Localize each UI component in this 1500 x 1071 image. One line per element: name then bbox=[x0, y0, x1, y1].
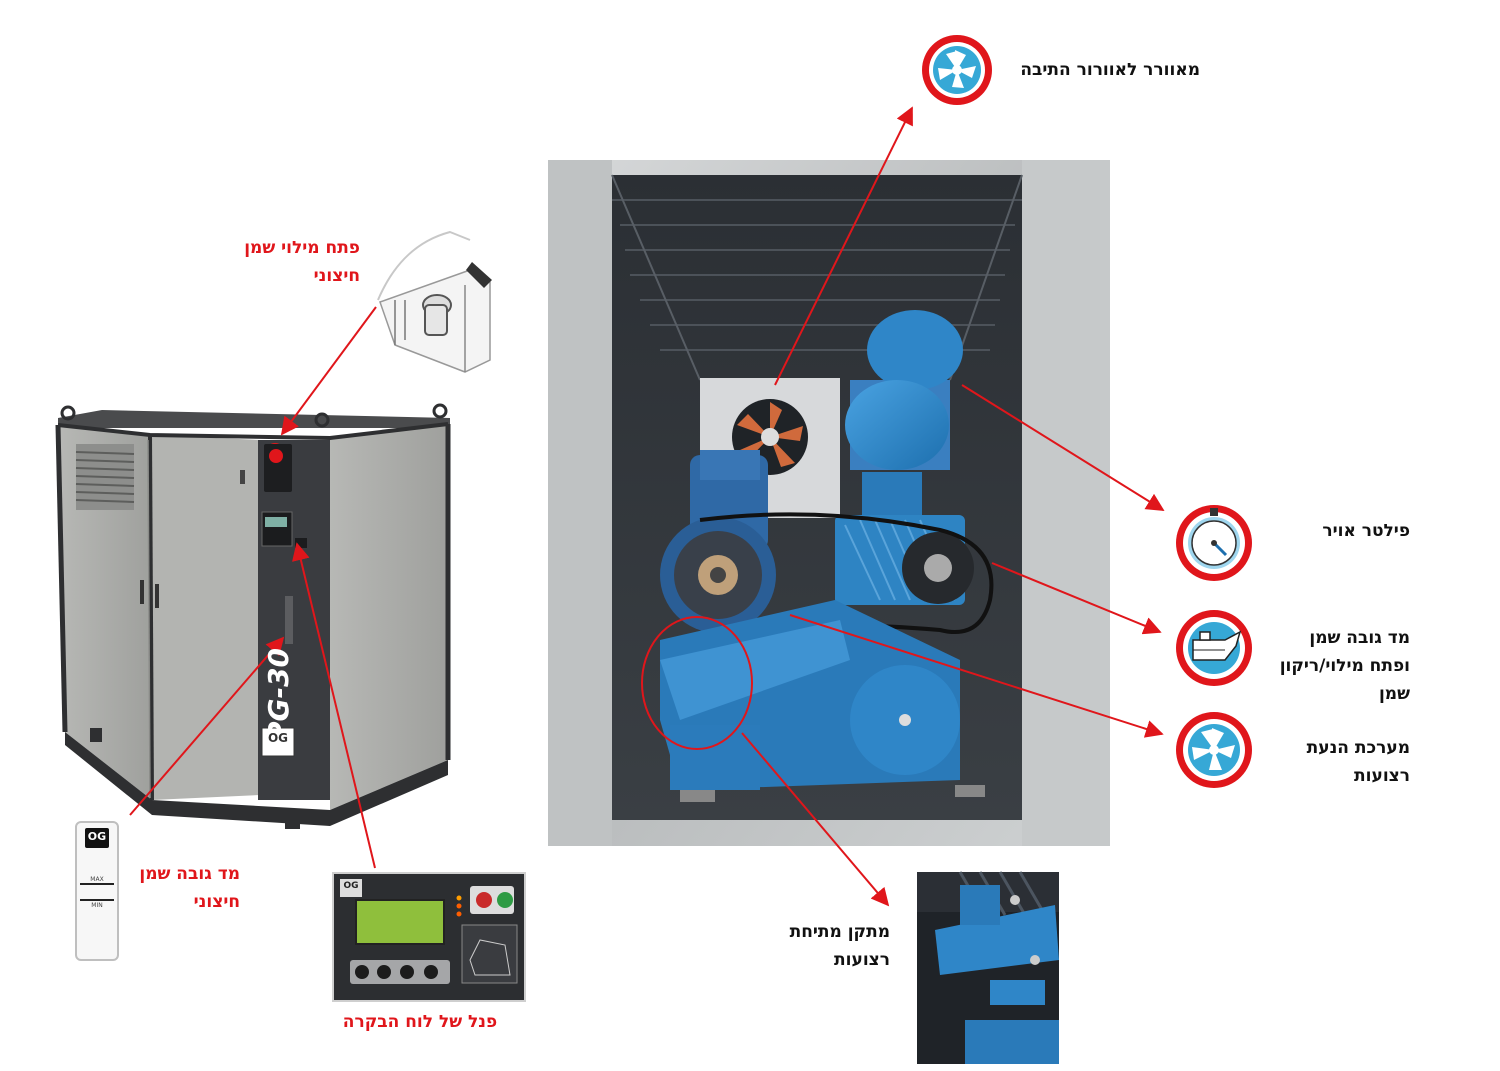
gauge-min: MIN bbox=[82, 902, 112, 909]
arrow-fan bbox=[774, 106, 913, 386]
fan-icon bbox=[922, 35, 992, 105]
tensioner-highlight bbox=[641, 616, 753, 750]
open-cabinet-photo bbox=[548, 160, 1110, 846]
gauge-brand: OG bbox=[85, 830, 109, 843]
arrow-air-filter bbox=[961, 384, 1165, 511]
vent-grille bbox=[75, 444, 135, 510]
filter-gauge-icon bbox=[1176, 505, 1252, 581]
label-oil-level-fill: מד גובה שמן ופתח מילוי/ריקון שמן bbox=[1238, 624, 1410, 708]
label-control-panel: פנל של לוח הבקרה bbox=[330, 1008, 510, 1036]
label-air-filter-text: פילטר אויר bbox=[1322, 521, 1410, 541]
model-label: PG-30 bbox=[261, 647, 295, 743]
compressor-cabinet bbox=[55, 403, 451, 829]
frame-photo bbox=[660, 600, 985, 802]
label-oil-level-external: מד גובה שמן חיצוני bbox=[80, 860, 240, 916]
label-belt-drive: מערכת הנעת רצועות bbox=[1260, 734, 1410, 790]
blower-photo bbox=[835, 310, 974, 605]
gauge-brand-label: OG bbox=[87, 830, 107, 843]
label-belt-drive-line1: מערכת הנעת bbox=[1306, 738, 1410, 758]
arrow-belt-drive bbox=[789, 614, 1164, 738]
label-oil-level-line2: ופתח מילוי/ריקון bbox=[1279, 656, 1410, 676]
label-belt-tensioner: מתקן מתיחת רצועות bbox=[740, 918, 890, 974]
arrow-oil-gauge bbox=[129, 636, 285, 816]
oil-level-gauge-detail bbox=[75, 821, 119, 961]
gauge-max-label: MAX bbox=[90, 876, 104, 883]
arrow-oil-fill bbox=[280, 306, 377, 436]
brand-label: OG bbox=[267, 731, 289, 745]
label-air-filter: פילטר אויר bbox=[1260, 517, 1410, 545]
model-text: PG-30 bbox=[233, 648, 323, 742]
callout-arrows bbox=[129, 106, 1165, 907]
label-tensioner-line2: רצועות bbox=[834, 950, 890, 970]
oil-fill-detail-sketch bbox=[377, 230, 492, 373]
label-cabinet-fan-text: מאוורר לאוורור התיבה bbox=[1020, 60, 1200, 80]
arrow-oil-level bbox=[991, 562, 1162, 635]
label-oil-level-line3: שמן bbox=[1378, 684, 1410, 704]
gauge-min-label: MIN bbox=[91, 902, 103, 909]
panel-brand-label: OG bbox=[343, 881, 359, 891]
arrow-control-panel bbox=[292, 542, 376, 869]
label-oil-fill-line2: חיצוני bbox=[313, 266, 360, 286]
label-cabinet-fan: מאוורר לאוורור התיבה bbox=[1000, 56, 1200, 84]
label-belt-drive-line2: רצועות bbox=[1354, 766, 1410, 786]
label-control-panel-text: פנל של לוח הבקרה bbox=[342, 1012, 498, 1032]
belt-tensioner-detail-photo bbox=[917, 871, 1059, 1064]
label-tensioner-line1: מתקן מתיחת bbox=[789, 922, 890, 942]
gauge-max: MAX bbox=[82, 876, 112, 883]
motor-photo bbox=[660, 450, 776, 633]
label-oil-fill-external: פתח מילוי שמן חיצוני bbox=[180, 234, 360, 290]
label-oil-level-line1: מד גובה שמן bbox=[1309, 628, 1410, 648]
drive-fan-icon bbox=[1176, 712, 1252, 788]
label-oil-fill-line1: פתח מילוי שמן bbox=[244, 238, 360, 258]
arrow-belt-tensioner bbox=[741, 732, 890, 907]
oil-can-icon bbox=[1176, 610, 1252, 686]
brand-badge-text: OG bbox=[264, 731, 292, 745]
model-badge bbox=[261, 727, 295, 757]
cabinet-fan-photo bbox=[732, 399, 808, 475]
label-oil-gauge-line2: חיצוני bbox=[193, 892, 240, 912]
label-oil-gauge-line1: מד גובה שמן bbox=[139, 864, 240, 884]
panel-brand: OG bbox=[340, 881, 362, 891]
control-panel-detail bbox=[332, 872, 526, 1002]
